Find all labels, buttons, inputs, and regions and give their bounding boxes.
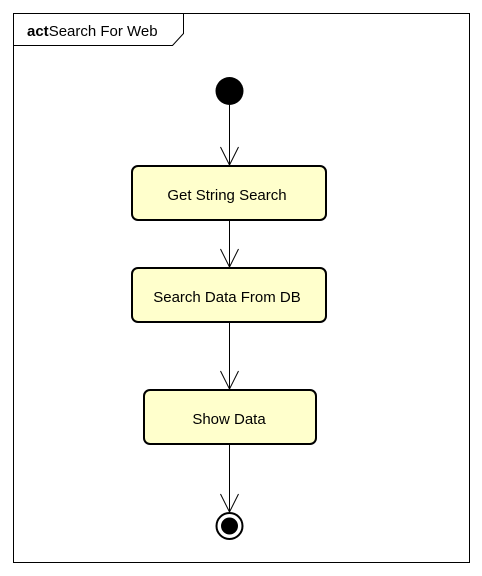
frame-keyword: act: [27, 23, 49, 40]
frame-title: actSearch For Web: [27, 23, 158, 40]
activity-search-data-from-db: [131, 267, 327, 323]
initial-node: [215, 77, 244, 105]
activity-show-data: [143, 389, 317, 445]
diagram-frame: [13, 13, 470, 563]
frame-tab: [13, 13, 184, 46]
final-node-center: [221, 517, 238, 535]
activity-label: Get String Search: [167, 187, 286, 204]
activity-get-string-search: [131, 165, 327, 221]
frame-name: Search For Web: [49, 23, 158, 40]
activity-label: Show Data: [192, 411, 266, 428]
activity-label: Search Data From DB: [153, 289, 301, 306]
